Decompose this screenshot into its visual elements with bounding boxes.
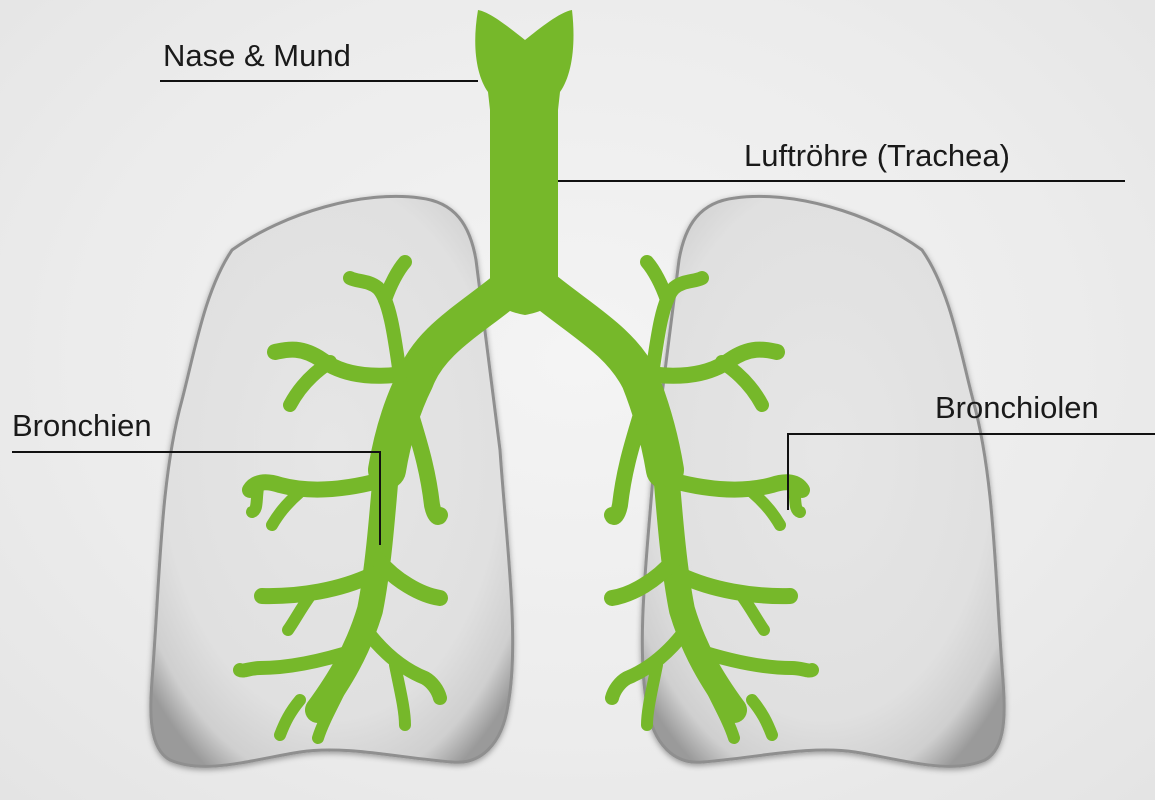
bronchi-label: Bronchien xyxy=(12,410,152,441)
trachea-label: Luftröhre (Trachea) xyxy=(744,140,1010,171)
bronchioles-label: Bronchiolen xyxy=(935,392,1099,423)
nose-mouth-label: Nase & Mund xyxy=(163,40,351,71)
trachea xyxy=(490,105,558,315)
nose-mouth-shape xyxy=(475,10,573,110)
